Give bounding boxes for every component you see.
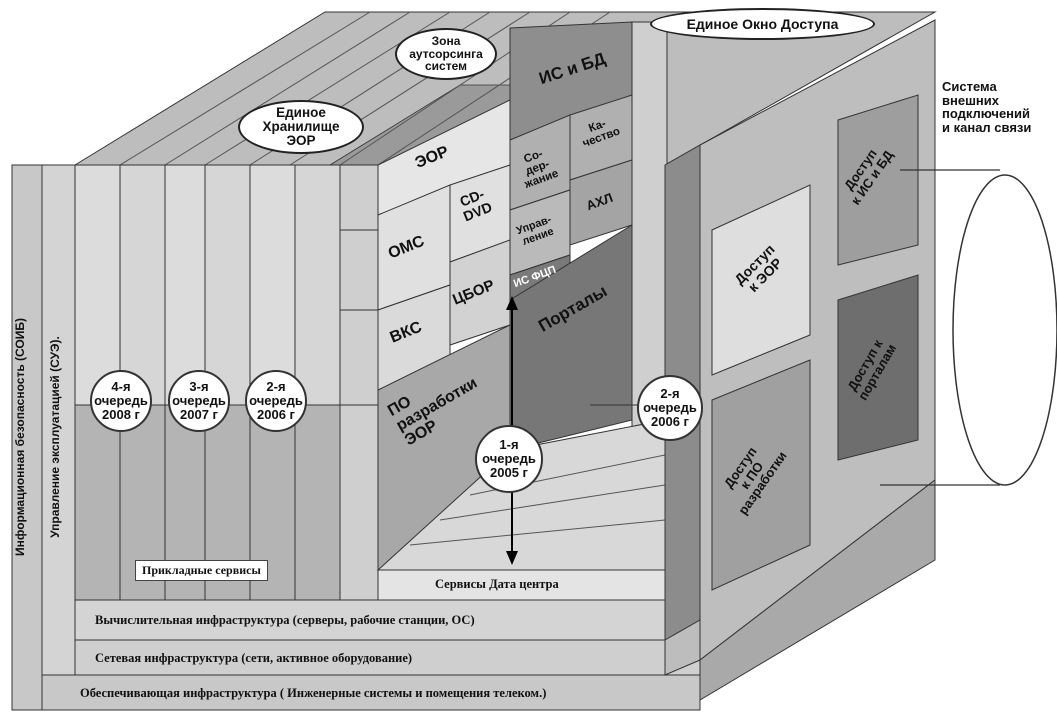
support-infra-label: Обеспечивающая инфраструктура ( Инженерн…: [80, 686, 547, 700]
datacenter-services-label: Сервисы Дата центра: [435, 577, 559, 591]
arrow-head-top: [506, 296, 518, 310]
outsourcing-zone-text: Зона аутсорсинга систем: [409, 34, 483, 74]
single-window-text: Единое Окно Доступа: [686, 15, 839, 32]
bar-compute: [74, 599, 666, 641]
arrow-head-bottom: [506, 551, 518, 565]
management-column-label: Управление эксплуатацией (СУЭ).: [48, 336, 62, 538]
queue-4-badge: 4-я очередь 2008 г: [90, 370, 152, 432]
bar-support: [41, 674, 701, 711]
outsourcing-zone-callout: Зона аутсорсинга систем: [395, 28, 497, 80]
single-window-callout: Единое Окно Доступа: [650, 8, 875, 40]
external-ellipse: [952, 174, 1057, 486]
unified-storage-callout: Единое Хранилище ЭОР: [238, 100, 364, 154]
compute-infra-label: Вычислительная инфраструктура (серверы, …: [95, 613, 475, 627]
col-security: [11, 164, 43, 711]
access-eor-panel: [711, 184, 811, 376]
security-column-label: Информационная безопасность (СОИБ): [13, 318, 27, 557]
access-portals-panel: [837, 274, 919, 461]
queue-3-badge: 3-я очередь 2007 г: [168, 370, 230, 432]
bar-datacenter-bg: [377, 569, 666, 601]
bar-network-side: [664, 619, 701, 676]
bar-network: [74, 639, 701, 676]
access-is-bd-panel: [837, 94, 919, 266]
access-po-panel: [711, 359, 811, 591]
queue-2-left-badge: 2-я очередь 2006 г: [245, 370, 307, 432]
queue-1-badge: 1-я очередь 2005 г: [475, 425, 543, 493]
queue-2-right-badge: 2-я очередь 2006 г: [637, 375, 703, 441]
network-infra-label: Сетевая инфраструктура (сети, активное о…: [95, 651, 413, 665]
applied-services-label: Прикладные сервисы: [135, 560, 268, 581]
unified-storage-text: Единое Хранилище ЭОР: [262, 104, 340, 149]
external-system-label: Система внешних подключений и канал связ…: [942, 79, 1032, 135]
col-small: [339, 164, 379, 601]
